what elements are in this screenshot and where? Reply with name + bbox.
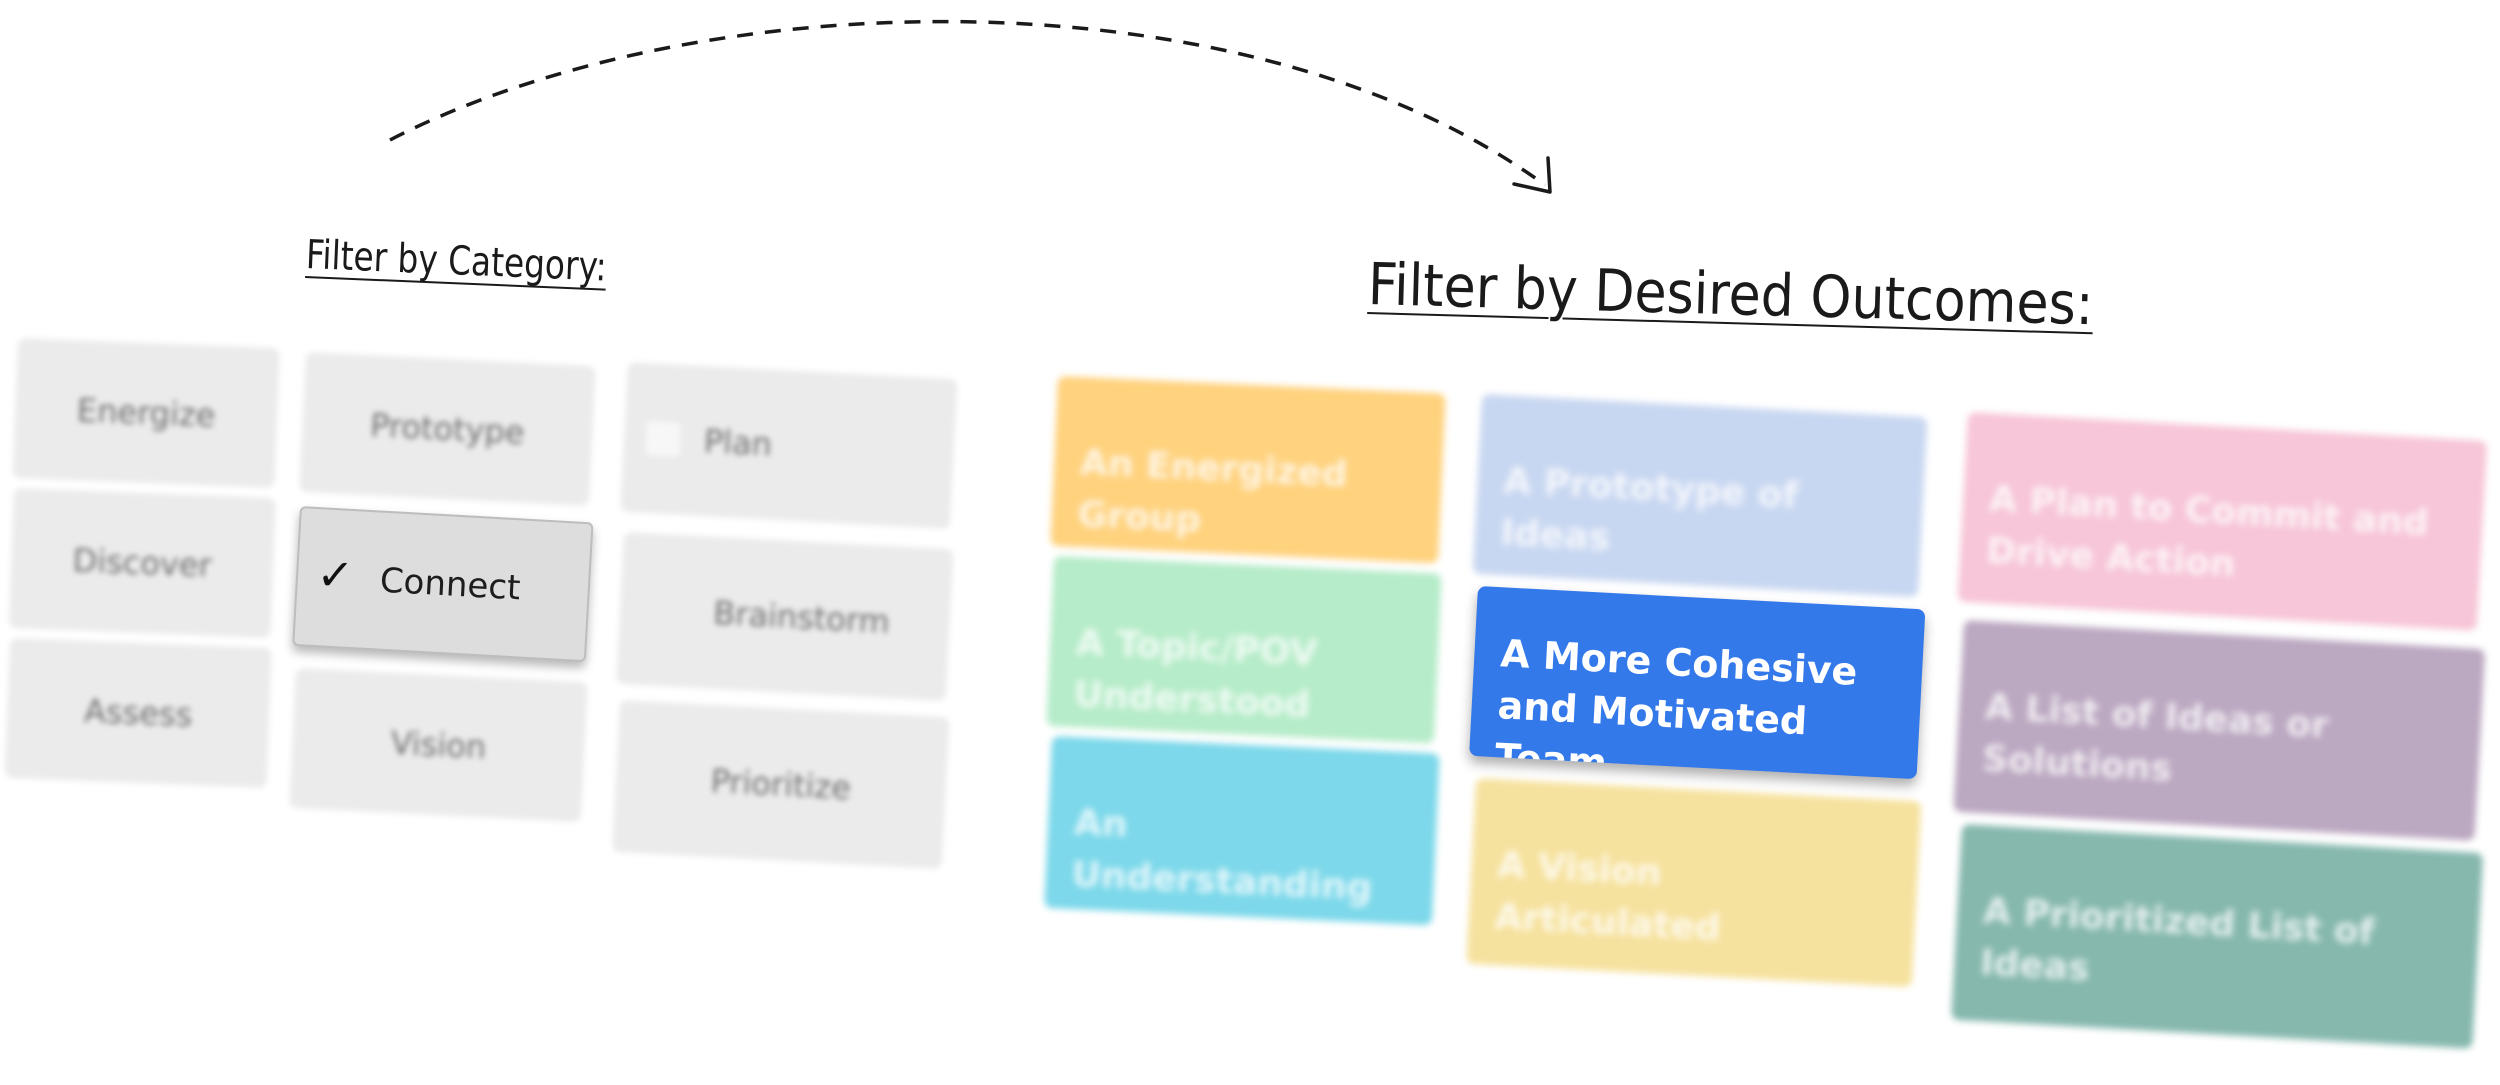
category-tile-brainstorm[interactable]: Brainstorm — [616, 532, 954, 702]
outcome-tile-energized-group[interactable]: An Energized Group — [1050, 376, 1446, 564]
category-tile-discover[interactable]: Discover — [8, 488, 276, 638]
category-tile-vision[interactable]: Vision — [289, 668, 588, 823]
category-tile-prototype[interactable]: Prototype — [299, 352, 596, 506]
category-tile-label: Discover — [71, 541, 213, 585]
outcome-tile-vision-articulated[interactable]: A Vision Articulated — [1466, 778, 1922, 988]
outcome-tile-label: An Understanding of the Context — [1068, 802, 1374, 925]
arrow-head-icon — [1512, 156, 1552, 194]
outcome-tile-label: A Plan to Commit and Drive Action — [1985, 478, 2430, 586]
outcome-tile-prioritized-list[interactable]: A Prioritized List of Ideas — [1951, 824, 2484, 1049]
outcome-tile-understanding-context[interactable]: An Understanding of the Context — [1044, 736, 1440, 926]
category-tile-label: Prototype — [369, 406, 526, 452]
category-tile-assess[interactable]: Assess — [4, 638, 272, 788]
outcome-tile-label: A Vision Articulated — [1493, 844, 1722, 949]
outcome-filter-title: Filter by Desired Outcomes: — [1367, 250, 2095, 339]
outcome-tile-prototype-of-ideas[interactable]: A Prototype of Ideas — [1472, 394, 1928, 598]
category-tile-label: Plan — [702, 422, 773, 464]
outcome-tile-topic-pov-understood[interactable]: A Topic/POV Understood — [1046, 556, 1442, 744]
outcome-tile-plan-to-commit[interactable]: A Plan to Commit and Drive Action — [1957, 412, 2488, 631]
category-tile-label: Vision — [389, 723, 488, 767]
checkbox-icon — [645, 421, 681, 457]
category-tile-prioritize[interactable]: Prioritize — [612, 700, 950, 870]
outcome-tile-label: A Topic/POV Understood — [1072, 622, 1319, 726]
category-tile-label: Connect — [378, 560, 522, 609]
outcome-tile-label: A Prototype of Ideas — [1499, 460, 1800, 559]
category-tile-label: Brainstorm — [712, 593, 891, 642]
outcome-tile-label: A More Cohesive and Motivated Team — [1493, 631, 1859, 780]
category-tile-label: Energize — [76, 391, 217, 435]
category-tile-connect[interactable]: ✓ Connect — [292, 506, 594, 663]
category-tile-energize[interactable]: Energize — [12, 338, 280, 488]
outcome-tile-list-of-ideas[interactable]: A List of Ideas or Solutions — [1953, 620, 2486, 841]
outcome-tile-cohesive-team[interactable]: A More Cohesive and Motivated Team — [1469, 586, 1926, 780]
checkmark-icon: ✓ — [315, 548, 356, 602]
outcome-tile-label: A Prioritized List of Ideas — [1979, 890, 2376, 990]
category-tile-label: Assess — [83, 691, 194, 735]
category-tile-label: Prioritize — [709, 761, 852, 808]
arrow-curve — [389, 19, 1547, 187]
category-tile-plan[interactable]: Plan — [620, 362, 958, 530]
category-filter-title: Filter by Category: — [305, 232, 608, 291]
outcome-tile-label: A List of Ideas or Solutions — [1981, 686, 2330, 790]
outcome-tile-label: An Energized Group — [1076, 442, 1349, 541]
